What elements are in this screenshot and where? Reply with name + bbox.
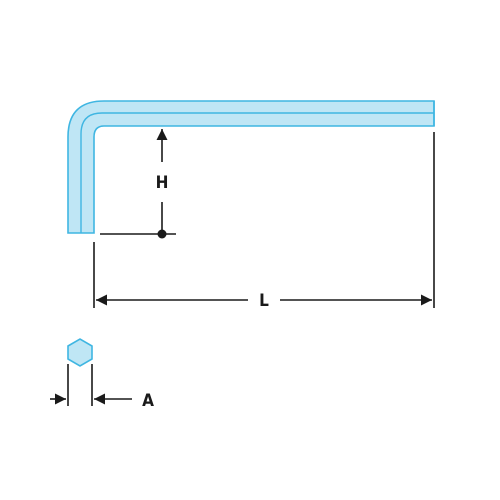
length-dimension: L	[93, 132, 435, 311]
height-origin-dot	[157, 229, 167, 239]
hex-cross-section-icon	[67, 338, 93, 367]
hex-key-outline	[67, 100, 435, 234]
across-flats-label: A	[142, 391, 154, 411]
across-flats-dimension: A	[50, 338, 154, 411]
height-dimension: H	[100, 129, 176, 239]
hex-key-body	[67, 100, 435, 234]
height-label: H	[156, 173, 169, 193]
hex-key-inner-edge	[80, 112, 434, 233]
length-label: L	[259, 291, 269, 311]
